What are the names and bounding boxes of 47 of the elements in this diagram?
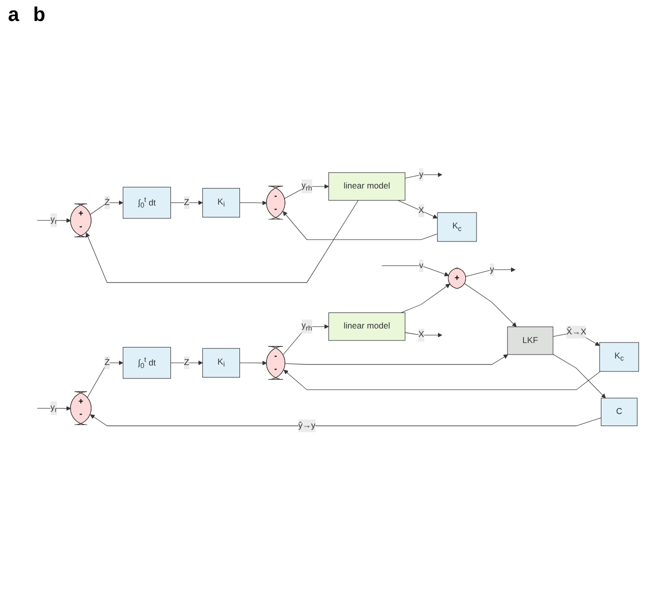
node-box: K$_{c}$ (599, 342, 639, 372)
arrow (404, 172, 442, 179)
arrow (552, 354, 606, 399)
edge-label: Ż (104, 358, 110, 368)
arrow (400, 284, 450, 314)
edge-label: X̂→X (566, 328, 586, 337)
arrow (170, 360, 203, 366)
node-box: linear model (328, 172, 406, 201)
arrow (466, 268, 516, 277)
arrow (170, 200, 203, 206)
edge-label: y$_{rh}$ (302, 181, 312, 192)
edge-label: v (419, 261, 424, 270)
arrow (90, 200, 124, 215)
arrow (282, 211, 438, 240)
arrow (284, 370, 601, 390)
node-box: K$_{c}$ (437, 212, 477, 242)
node-box: LKF (507, 326, 554, 356)
edge-label: Z (184, 358, 190, 368)
arrow (398, 200, 438, 219)
edge-label: X (418, 330, 424, 340)
node-box: ∫$_{0}$$^{t}$ dt (122, 187, 171, 219)
arrow (87, 360, 124, 398)
arrow (86, 200, 358, 284)
arrow (90, 414, 602, 426)
node-box: C (600, 398, 638, 426)
edge-label: y$_{r}$ (50, 403, 58, 414)
node-box: linear model (328, 312, 406, 341)
edge-label: Ż (104, 198, 110, 208)
node-box: K$_{i}$ (202, 188, 240, 218)
edge-label: y$_{rh}$ (302, 321, 312, 332)
node-box: ∫$_{0}$$^{t}$ dt (122, 347, 171, 379)
arrow (239, 360, 267, 366)
arrow (464, 284, 517, 328)
arrow (284, 354, 508, 365)
panel-label: b (33, 4, 46, 27)
arrow (282, 324, 329, 356)
arrow (239, 200, 267, 206)
edge-label: y$_{r}$ (50, 215, 58, 226)
edge-label: y (490, 265, 494, 274)
edge-label: y (419, 170, 424, 180)
node-box: K$_{i}$ (202, 348, 240, 378)
edge-label: X (418, 206, 424, 216)
panel-label: a (8, 4, 20, 27)
edge-label: Z (184, 198, 190, 208)
arrow (382, 266, 450, 277)
edge-label: ŷ→y (298, 421, 316, 430)
arrow (404, 332, 442, 338)
